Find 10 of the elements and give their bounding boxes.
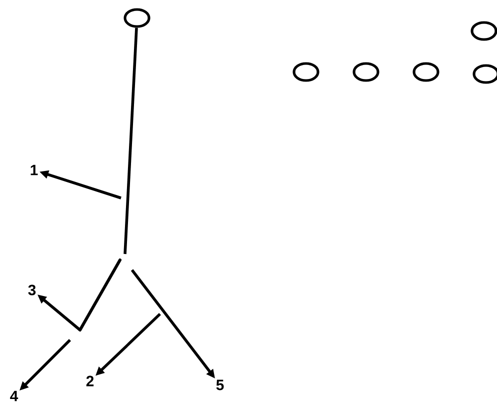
ellipse [124,8,150,28]
number-label: 2 [86,376,94,386]
number-label: 3 [28,284,36,296]
ellipse [352,62,380,82]
number-label: 5 [216,380,224,390]
ellipse [412,62,440,82]
number-label: 1 [30,164,38,176]
line [124,28,138,254]
number-label: 4 [10,390,18,402]
ellipse [292,62,320,82]
